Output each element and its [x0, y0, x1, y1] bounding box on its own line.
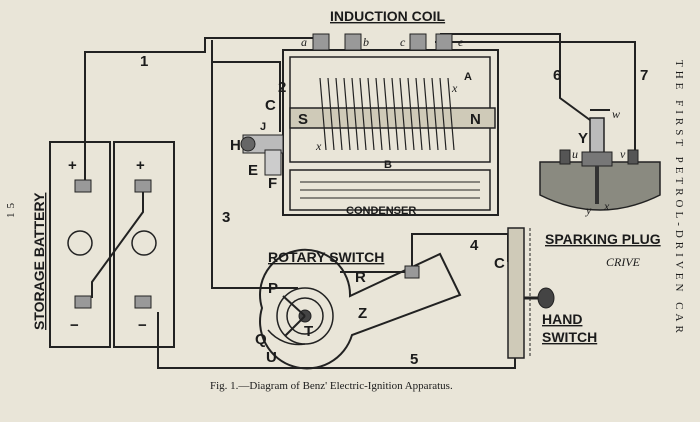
plug-electrode — [595, 166, 599, 204]
terminal-label-a: a — [301, 35, 307, 49]
rotary-contact-q — [284, 315, 306, 337]
wire-label-2: 2 — [278, 79, 286, 96]
illustrator-signature: CRIVE — [606, 255, 641, 269]
terminal-label-c: c — [400, 35, 406, 49]
plug-label-y: y — [585, 203, 592, 217]
coil-label-N: N — [470, 111, 481, 128]
plug-label-u: u — [572, 147, 578, 161]
wire-label-4: 4 — [470, 237, 479, 254]
condenser — [289, 169, 491, 211]
battery-cell-1 — [49, 141, 111, 348]
coil-case — [282, 49, 499, 216]
secondary-windings — [319, 77, 455, 151]
wire-1 — [84, 37, 318, 182]
cell-2-cap — [131, 230, 157, 256]
rotary-label-P: P — [268, 280, 278, 297]
induction-coil: CONDENSER — [240, 33, 499, 217]
wire-2 — [211, 40, 281, 132]
plug-label-x: x — [603, 199, 610, 213]
wire-3 — [211, 62, 298, 289]
terminal-e — [435, 33, 453, 51]
terminal-label-b: b — [363, 35, 369, 49]
storage-battery — [49, 141, 175, 348]
condenser-label: CONDENSER — [346, 205, 416, 217]
rotary-contact-p — [282, 295, 306, 317]
coil-label-J: J — [260, 121, 266, 133]
battery-cell-2 — [113, 141, 175, 348]
wire-label-5: 5 — [410, 351, 418, 368]
hand-switch-panel — [507, 227, 525, 359]
label-hand-switch-2: SWITCH — [542, 329, 597, 345]
armature-spring — [264, 149, 282, 176]
terminal-b — [344, 33, 362, 51]
coil-label-A: A — [464, 71, 472, 83]
label-rotary-switch: ROTARY SWITCH — [268, 249, 384, 265]
adjusting-screw — [240, 136, 256, 152]
rotary-label-Q: Q — [255, 331, 267, 348]
cell-2-neg-terminal — [134, 295, 152, 309]
rotary-label-U: U — [266, 349, 277, 366]
plug-label-v: v — [620, 147, 626, 161]
label-sparking-plug: SPARKING PLUG — [545, 231, 661, 247]
coil-label-F: F — [268, 175, 277, 192]
hand-switch-label-C: C — [494, 255, 505, 272]
wire-label-6: 6 — [553, 67, 561, 84]
coil-label-C: C — [265, 97, 276, 114]
plug-body — [581, 151, 613, 167]
rotary-terminal — [404, 265, 420, 279]
label-induction-coil: INDUCTION COIL — [330, 8, 446, 24]
label-hand-switch-1: HAND — [542, 311, 582, 327]
inter-cell-link — [91, 192, 144, 298]
hand-switch — [507, 227, 555, 359]
running-title: THE FIRST PETROL-DRIVEN CAR — [673, 60, 685, 337]
cell-2-pos-terminal — [134, 179, 152, 193]
coil-core — [289, 107, 496, 129]
battery-plus-2: + — [136, 157, 145, 174]
wire-label-3: 3 — [222, 209, 230, 226]
plug-label-w: w — [612, 107, 620, 121]
wire-6 — [440, 33, 591, 121]
coil-label-S: S — [298, 111, 308, 128]
sparking-plug — [539, 109, 661, 211]
terminal-label-e: e — [458, 35, 464, 49]
coil-label-B: B — [384, 159, 392, 171]
wire-label-1: 1 — [140, 53, 148, 70]
hand-switch-knob[interactable] — [537, 287, 555, 309]
wire-5 — [157, 312, 516, 369]
coil-label-x2: x — [451, 81, 458, 95]
rotary-label-Z: Z — [358, 305, 367, 322]
rotary-pointer-u — [267, 329, 306, 346]
terminal-a — [312, 33, 330, 51]
plug-label-Y: Y — [578, 130, 588, 147]
rotary-cam-inner — [286, 297, 324, 335]
cell-1-neg-terminal — [74, 295, 92, 309]
rotary-label-R: R — [355, 269, 366, 286]
rotary-switch — [259, 248, 462, 370]
battery-minus-1: − — [70, 317, 79, 334]
rotary-switch-arm — [259, 248, 462, 370]
rotary-label-T: T — [304, 323, 313, 340]
page-number: 15 — [5, 199, 17, 218]
label-storage-battery: STORAGE BATTERY — [31, 192, 47, 330]
plug-cylinder-head — [539, 161, 661, 211]
battery-minus-2: − — [138, 317, 147, 334]
coil-label-E: E — [248, 162, 258, 179]
coil-label-x1: x — [315, 139, 322, 153]
cell-1-pos-terminal — [74, 179, 92, 193]
figure-caption: Fig. 1.—Diagram of Benz' Electric-Igniti… — [210, 380, 453, 392]
coil-label-H: H — [230, 137, 241, 154]
battery-plus-1: + — [68, 157, 77, 174]
wire-label-7: 7 — [640, 67, 648, 84]
terminal-c — [409, 33, 427, 51]
cell-1-cap — [67, 230, 93, 256]
wire-7 — [435, 41, 636, 155]
